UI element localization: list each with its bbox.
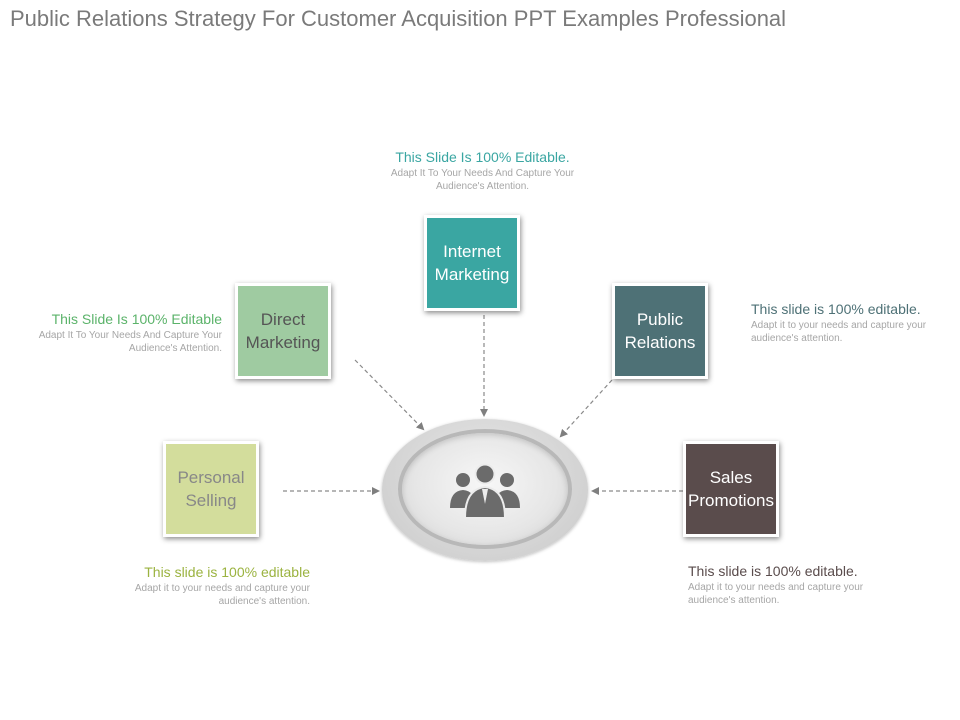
- node-label-line: Marketing: [434, 265, 510, 284]
- people-group-icon: [450, 463, 520, 519]
- node-label-line: Selling: [185, 491, 237, 510]
- node-label-line: Public: [636, 310, 684, 329]
- desc-head: This Slide Is 100% Editable.: [395, 149, 570, 165]
- node-internet-marketing: Internet Marketing: [424, 215, 520, 311]
- arrow-direct-marketing: [354, 359, 425, 431]
- desc-direct-marketing: This Slide Is 100% Editable Adapt It To …: [7, 311, 222, 355]
- node-label-line: Personal: [177, 468, 245, 487]
- node-label-line: Internet: [443, 242, 501, 261]
- desc-internet-marketing: This Slide Is 100% Editable. Adapt It To…: [375, 149, 590, 193]
- desc-head: This Slide Is 100% Editable: [51, 311, 222, 327]
- desc-head: This slide is 100% editable: [144, 564, 310, 580]
- node-direct-marketing: Direct Marketing: [235, 283, 331, 379]
- arrow-public-relations: [559, 379, 613, 438]
- desc-body: Adapt it to your needs and capture your …: [751, 320, 927, 344]
- desc-body: Adapt It To Your Needs And Capture Your …: [38, 330, 222, 354]
- node-label-line: Promotions: [688, 491, 774, 510]
- desc-personal-selling: This slide is 100% editable Adapt it to …: [95, 564, 310, 608]
- desc-head: This slide is 100% editable.: [688, 563, 858, 579]
- desc-body: Adapt it to your needs and capture your …: [688, 582, 864, 606]
- node-public-relations: Public Relations: [612, 283, 708, 379]
- page-title: Public Relations Strategy For Customer A…: [10, 6, 787, 31]
- desc-sales-promotions: This slide is 100% editable. Adapt it to…: [688, 563, 903, 607]
- desc-public-relations: This slide is 100% editable. Adapt it to…: [751, 301, 960, 345]
- node-label-line: Relations: [624, 333, 696, 352]
- node-label-line: Marketing: [245, 333, 321, 352]
- node-sales-promotions: Sales Promotions: [683, 441, 779, 537]
- desc-head: This slide is 100% editable.: [751, 301, 921, 317]
- node-label-line: Direct: [260, 310, 306, 329]
- desc-body: Adapt it to your needs and capture your …: [134, 583, 310, 607]
- desc-body: Adapt It To Your Needs And Capture Your …: [390, 168, 575, 192]
- node-personal-selling: Personal Selling: [163, 441, 259, 537]
- node-label-line: Sales: [709, 468, 753, 487]
